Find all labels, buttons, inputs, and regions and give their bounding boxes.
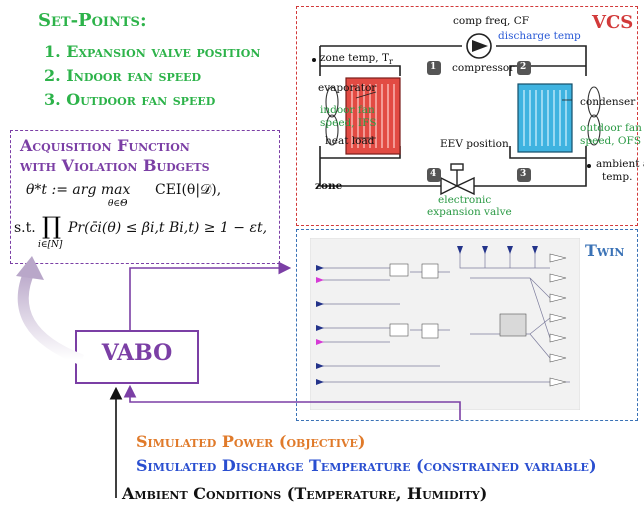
indoor-fan-label-2: speed, IFS (320, 117, 377, 129)
zone-temp-label: zone temp, Tr (320, 52, 393, 67)
equation-2-body: Pr(c̄i(θ) ≤ βi,t Bi,t) ≥ 1 − εt, (68, 220, 268, 236)
setpoint-3: 3. Outdoor fan speed (44, 90, 216, 109)
vabo-label: VABO (101, 340, 173, 366)
acquisition-title-1: Acquisition Function (20, 136, 190, 155)
comp-freq-label: comp freq, CF (453, 15, 530, 27)
setpoints-title: Set-Points: (38, 10, 147, 31)
equation-2-sub: i∈[N] (38, 240, 63, 250)
simulated-power-label: Simulated Power (objective) (136, 432, 366, 451)
acquisition-title-2: with Violation Budgets (20, 156, 210, 175)
heat-load-label: heat load (325, 135, 375, 147)
ambient-conditions-label: Ambient Conditions (Temperature, Humidit… (122, 484, 488, 503)
vcs-panel (296, 6, 638, 226)
vabo-to-acquisition-arrow (17, 267, 84, 366)
vcs-nodes (427, 61, 531, 182)
equation-1-rhs: CEI(θ|𝒟), (155, 182, 222, 198)
simulated-discharge-label: Simulated Discharge Temperature (constra… (136, 456, 597, 475)
eev-position-label: EEV position (440, 138, 509, 150)
discharge-temp-label: discharge temp (498, 30, 581, 42)
vcs-schematic (312, 33, 601, 196)
outdoor-fan-label: outdoor fan (580, 122, 642, 134)
condenser-coil (517, 83, 573, 153)
condenser-label: condenser (580, 96, 636, 108)
twin-to-vabo-arrow (123, 384, 461, 420)
equation-2-product: ∏ (42, 212, 62, 240)
twin-model-diagram (310, 238, 580, 410)
setpoint-1: 1. Expansion valve position (44, 42, 261, 61)
twin-panel (296, 229, 638, 421)
equation-1-lhs: θ*t := arg max (26, 182, 131, 198)
evaporator-coil (345, 77, 401, 155)
indoor-fan-label: indoor fan (320, 104, 375, 116)
twin-tag: Twin (585, 241, 625, 260)
expansion-valve-label: expansion valve (427, 206, 512, 218)
electronic-label: electronic (438, 194, 492, 206)
setpoint-2: 2. Indoor fan speed (44, 66, 202, 85)
ambient-air-label: ambient air (596, 158, 644, 170)
vcs-tag: VCS (592, 12, 634, 33)
node-4: 4 (430, 169, 437, 179)
evaporator-label: evaporator (318, 82, 377, 94)
node-3: 3 (520, 169, 527, 179)
node-1: 1 (430, 62, 437, 72)
vabo-to-twin-arrow (129, 261, 292, 330)
equation-2-prefix: s.t. (14, 220, 36, 236)
zone-label: zone (315, 180, 343, 192)
acquisition-panel (10, 130, 280, 264)
indoor-fan-icon (325, 86, 339, 146)
outdoor-fan-label-2: speed, OFS (580, 135, 642, 147)
outdoor-fan-icon (587, 86, 601, 146)
equation-1-sub: θ∈Θ (108, 199, 128, 209)
compressor-label: compressor (452, 62, 515, 74)
ambient-air-label-2: temp. (602, 171, 633, 183)
node-2: 2 (520, 62, 527, 72)
expansion-valve-icon (440, 163, 475, 196)
